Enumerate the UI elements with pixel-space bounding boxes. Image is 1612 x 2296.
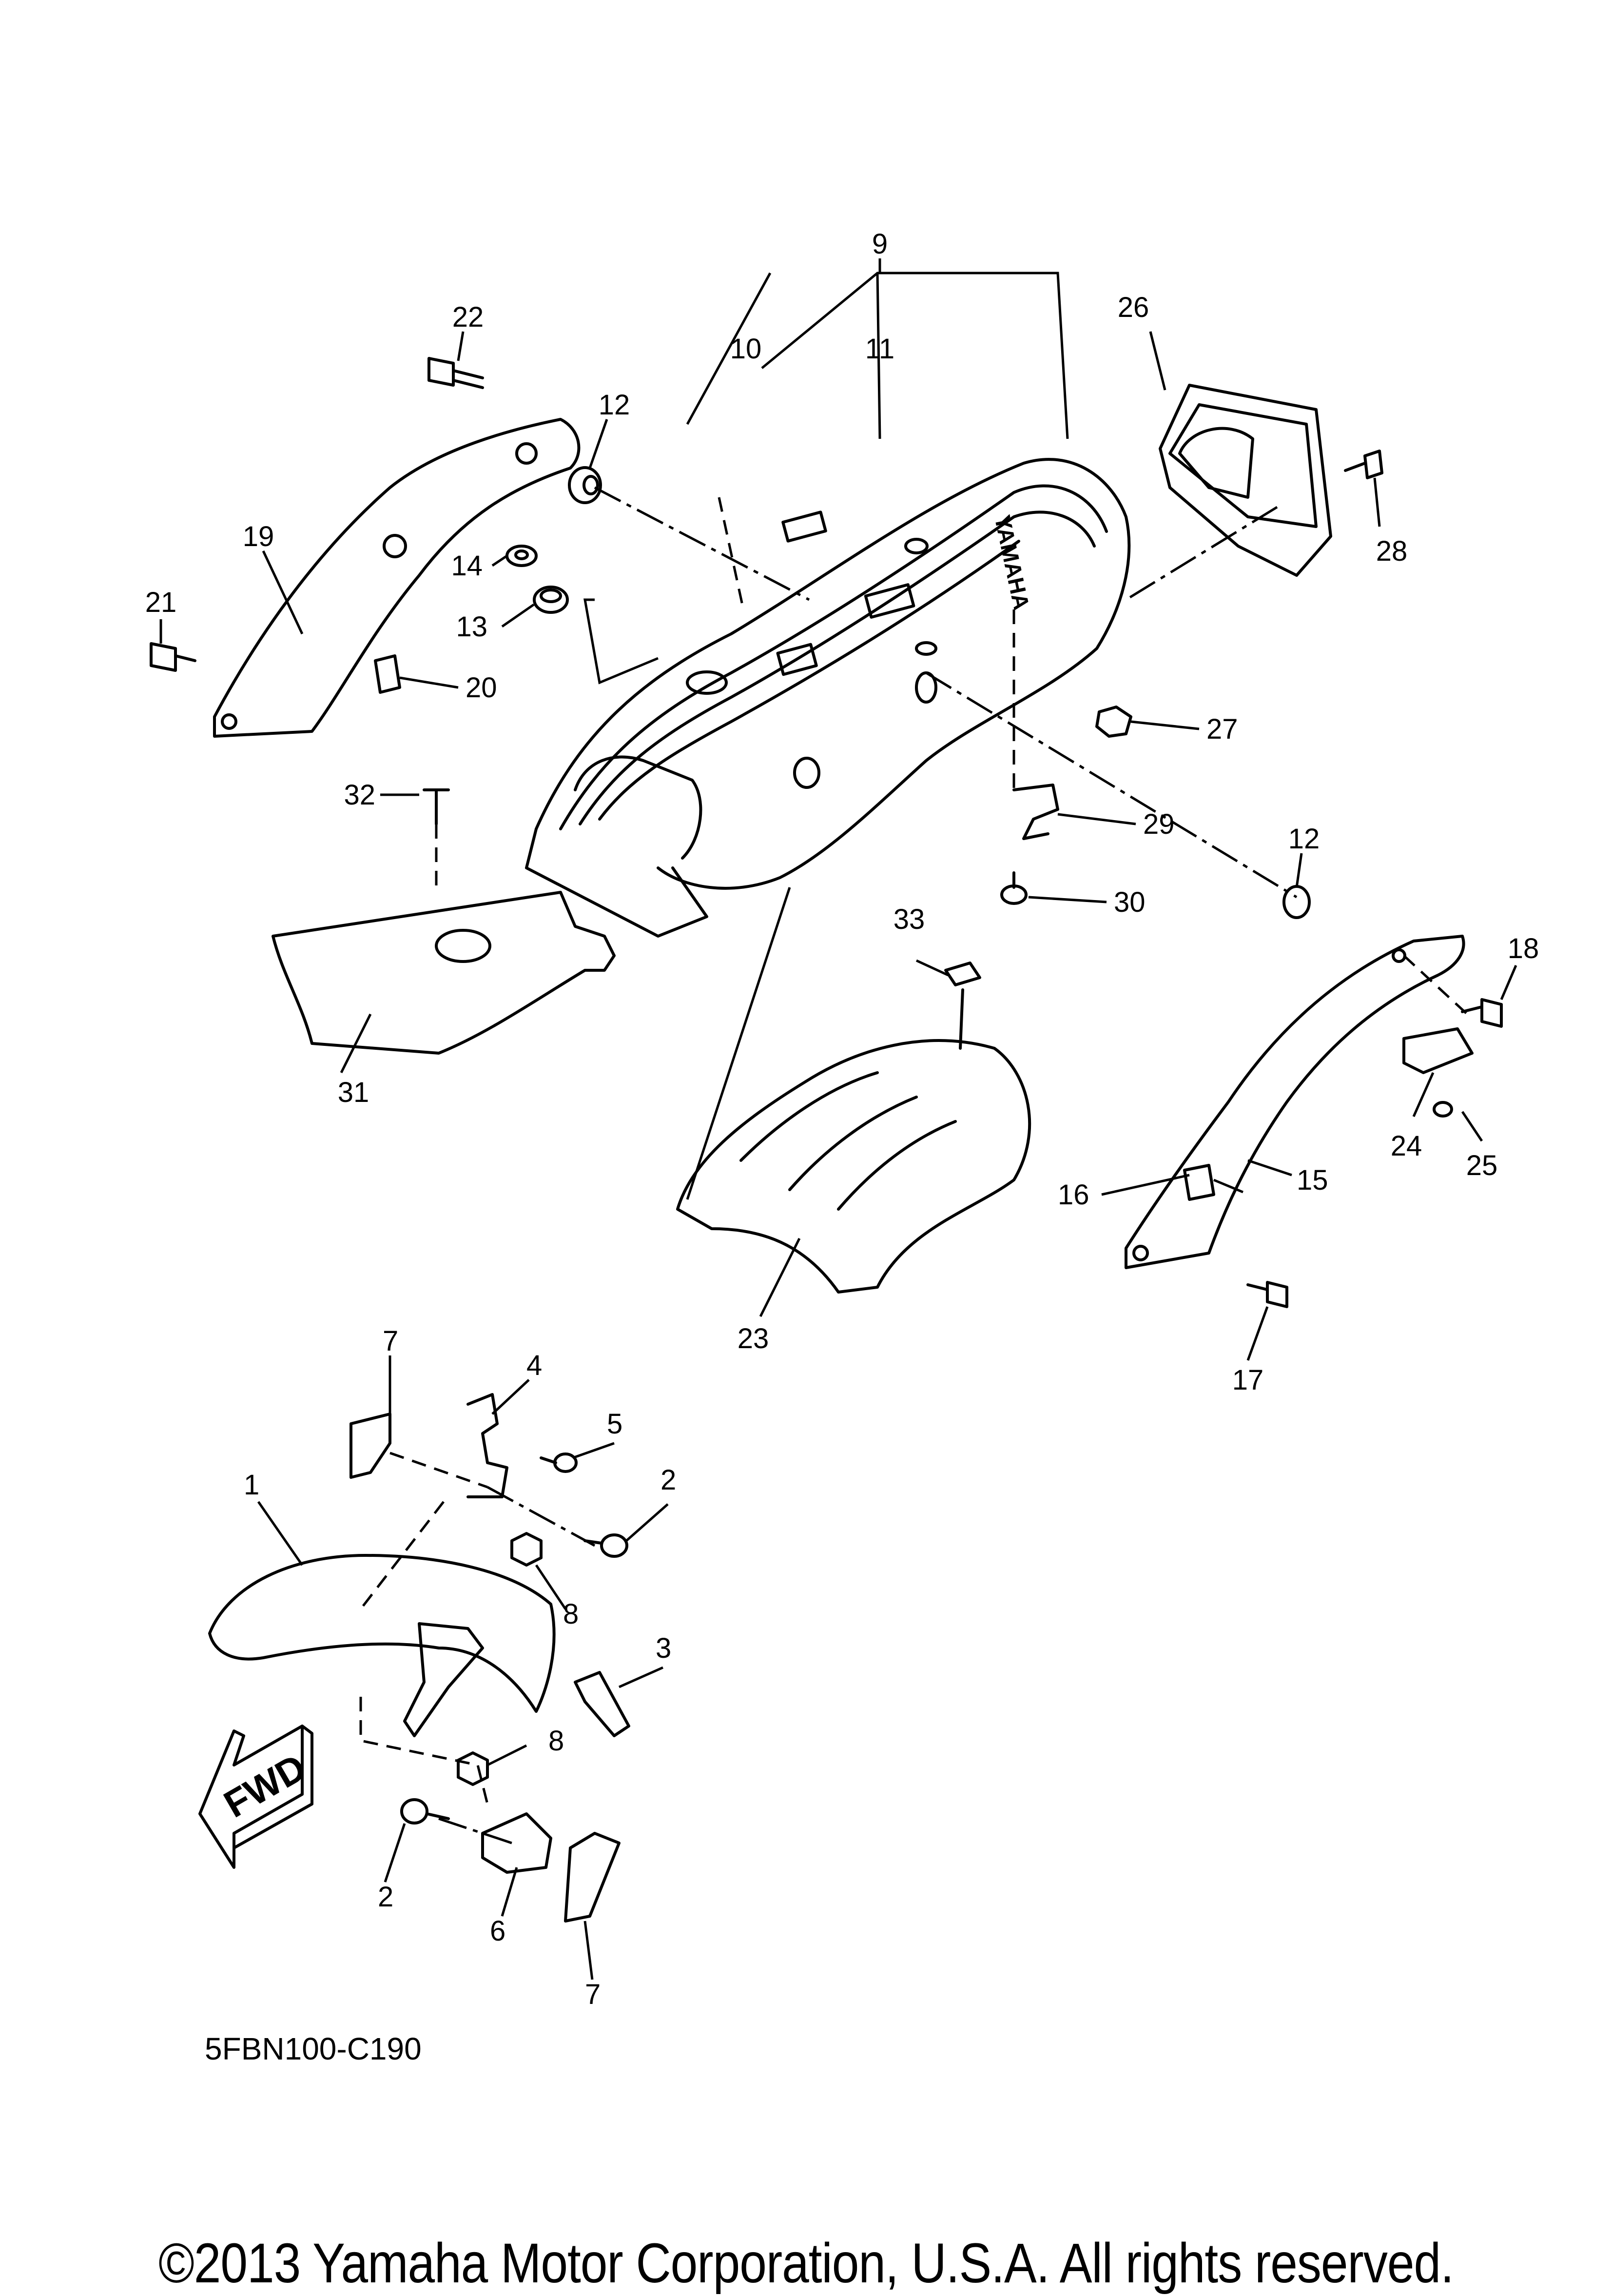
left-fender-stay	[213, 418, 581, 738]
callout-labels: 1 2 2 3 4 5 6 7 7 8 8 9 10 11 12 12 13 1…	[145, 228, 1539, 2010]
callout-32: 32	[344, 779, 375, 811]
callout-5: 5	[607, 1408, 622, 1440]
callout-3: 3	[656, 1632, 671, 1664]
callout-4: 4	[526, 1350, 542, 1381]
callout-18: 18	[1508, 933, 1539, 964]
callout-30: 30	[1114, 886, 1146, 918]
assembly-lines	[359, 486, 1468, 1845]
callout-8: 8	[548, 1725, 564, 1757]
front-fender	[208, 1554, 556, 1737]
callout-13: 13	[456, 611, 487, 643]
callout-21: 21	[145, 587, 177, 618]
callout-26: 26	[1118, 292, 1149, 323]
copyright-notice: ©2013 Yamaha Motor Corporation, U.S.A. A…	[158, 2232, 1454, 2295]
callout-27: 27	[1206, 713, 1238, 745]
callout-29: 29	[1143, 808, 1175, 840]
callout-17: 17	[1232, 1364, 1264, 1396]
hardware	[150, 357, 1503, 1923]
callout-15: 15	[1297, 1164, 1328, 1196]
mud-flap	[676, 1039, 1031, 1294]
callout-31: 31	[338, 1077, 369, 1108]
diagram-code: 5FBN100-C190	[205, 2031, 422, 2066]
callout-16: 16	[1058, 1179, 1089, 1211]
callout-33: 33	[893, 903, 925, 935]
callout-11: 11	[865, 333, 894, 365]
callout-9: 9	[872, 228, 888, 260]
callout-7: 7	[585, 1979, 601, 2010]
fwd-arrow-icon: FWD	[198, 1725, 313, 1869]
callout-14: 14	[451, 550, 483, 582]
callout-28: 28	[1376, 535, 1408, 567]
callout-2: 2	[660, 1464, 676, 1496]
callout-2: 2	[378, 1881, 393, 1913]
callout-22: 22	[452, 301, 484, 333]
callout-1: 1	[244, 1469, 259, 1501]
callout-24: 24	[1391, 1130, 1422, 1162]
callout-23: 23	[738, 1323, 769, 1354]
yamaha-marking: YAMAHA	[990, 512, 1034, 612]
leader-lines	[159, 258, 1517, 1980]
right-fender-stay	[1125, 935, 1465, 1269]
callout-7: 7	[383, 1325, 398, 1357]
rear-fender: YAMAHA	[525, 458, 1131, 938]
callout-25: 25	[1466, 1150, 1498, 1181]
callout-12: 12	[1288, 823, 1320, 855]
callout-8: 8	[563, 1598, 579, 1630]
callout-19: 19	[243, 521, 274, 552]
callout-12: 12	[599, 389, 630, 421]
flap	[272, 891, 616, 1055]
callout-10: 10	[730, 333, 762, 365]
callout-6: 6	[490, 1915, 505, 1947]
callout-20: 20	[466, 672, 497, 704]
tail-light-base	[1159, 384, 1332, 577]
